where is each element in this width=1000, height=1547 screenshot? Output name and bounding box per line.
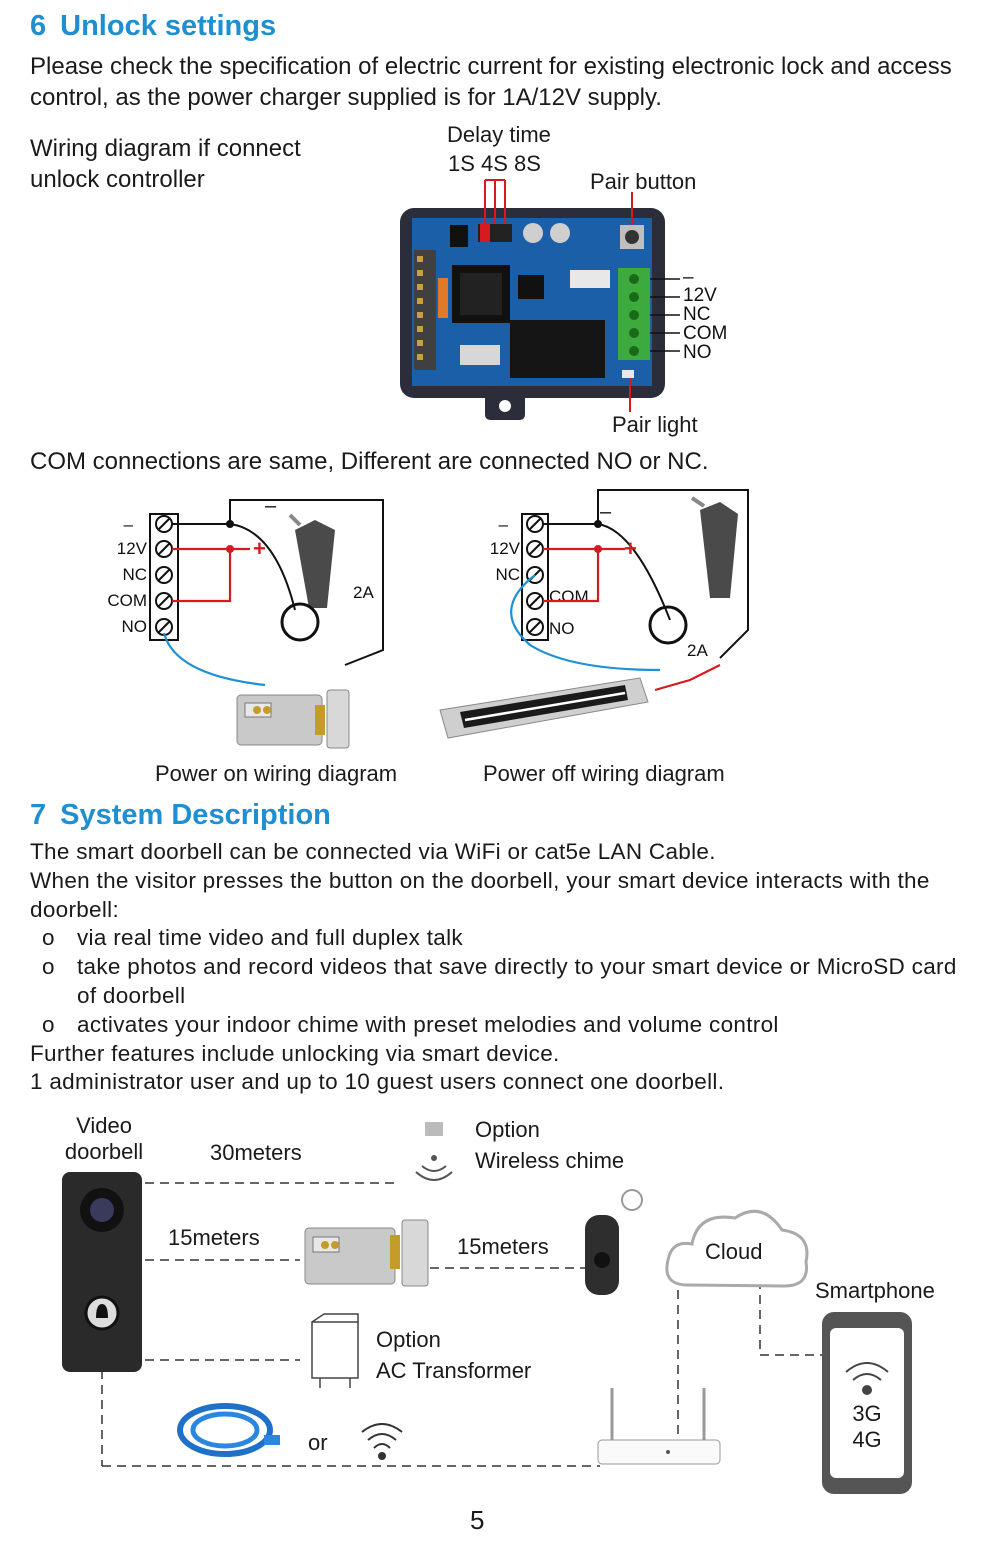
- wireless-chime-icon: [415, 1122, 453, 1181]
- on-terminal-12v: 12V: [117, 539, 148, 558]
- bullet-item: o take photos and record videos that save…: [30, 953, 960, 1011]
- terminal-com-label: COM: [683, 323, 727, 344]
- off-com-label: COM: [549, 587, 589, 606]
- magnetic-lock-icon: [439, 677, 649, 739]
- system-diagram: [62, 1122, 912, 1494]
- bullet-text: via real time video and full duplex talk: [77, 925, 463, 951]
- off-no-label: NO: [549, 619, 575, 638]
- off-terminal-12v: 12V: [490, 539, 521, 558]
- off-minus-sign: –: [600, 501, 612, 523]
- section-number: 6: [30, 10, 47, 42]
- terminal-no-label: NO: [683, 342, 712, 363]
- transformer-option-label: Option: [376, 1327, 441, 1352]
- off-amp-label: 2A: [687, 641, 708, 660]
- pair-light-label: Pair light: [612, 412, 698, 437]
- power-off-caption: Power off wiring diagram: [483, 761, 725, 786]
- system-para-4: 1 administrator user and up to 10 guest …: [30, 1069, 725, 1095]
- cloud-label: Cloud: [705, 1239, 763, 1264]
- power-adapter-icon: [295, 520, 335, 608]
- or-label: or: [308, 1430, 328, 1455]
- lan-cable-icon: [177, 1403, 280, 1457]
- ac-transformer-icon: [311, 1313, 359, 1388]
- bullet-marker: o: [42, 925, 55, 951]
- delay-time-label: Delay time: [447, 122, 551, 147]
- on-terminal-com: COM: [107, 591, 147, 610]
- power-on-caption: Power on wiring diagram: [155, 761, 398, 786]
- bullet-item: o activates your indoor chime with preset…: [30, 1011, 960, 1040]
- section-7-heading: 7 System Description: [30, 799, 331, 832]
- distance-15-remote-label: 15meters: [457, 1234, 549, 1259]
- section-title: Unlock settings: [60, 10, 277, 42]
- section-number: 7: [30, 799, 47, 831]
- electric-lock-icon: [236, 689, 350, 749]
- pair-button-label: Pair button: [590, 169, 697, 194]
- distance-15-lock-label: 15meters: [168, 1225, 260, 1250]
- video-doorbell-icon: [62, 1172, 142, 1372]
- bullet-text: take photos and record videos that save …: [77, 954, 957, 1008]
- network-3g-label: 3G: [852, 1401, 882, 1426]
- relay: [510, 320, 605, 378]
- terminal-12v-label: 12V: [683, 285, 717, 306]
- off-plus-sign: +: [624, 536, 637, 561]
- unlock-controller-board: – 12V NC COM NO: [400, 179, 727, 420]
- com-note: COM connections are same, Different are …: [30, 448, 709, 475]
- bullet-text: activates your indoor chime with preset …: [77, 1011, 779, 1037]
- wireless-chime-label: Wireless chime: [475, 1148, 625, 1173]
- section-7-body: The smart doorbell can be connected via …: [30, 838, 960, 1097]
- connection-lines: [101, 1182, 822, 1467]
- bullet-marker: o: [42, 1011, 55, 1037]
- power-adapter-icon: [700, 502, 738, 598]
- delay-options-label: 1S 4S 8S: [448, 151, 541, 176]
- terminal-nc-label: NC: [683, 304, 710, 325]
- on-minus-sign: –: [265, 495, 277, 517]
- router-icon: [597, 1388, 721, 1465]
- ac-transformer-label: AC Transformer: [376, 1358, 532, 1383]
- on-amp-label: 2A: [353, 583, 374, 602]
- system-para-1: The smart doorbell can be connected via …: [30, 839, 716, 864]
- chime-option-label: Option: [475, 1117, 540, 1142]
- terminal-minus-label: –: [683, 267, 694, 288]
- electric-lock-icon: [304, 1219, 429, 1287]
- on-plus-sign: +: [253, 536, 266, 561]
- on-terminal-minus: –: [124, 515, 134, 534]
- on-terminal-nc: NC: [122, 565, 147, 584]
- power-on-wiring-diagram: – 12V NC COM NO – + 2A: [107, 495, 384, 749]
- wiring-caption: Wiring diagram if connect unlock control…: [30, 135, 301, 193]
- bullet-marker: o: [42, 954, 55, 980]
- smartphone-label: Smartphone: [815, 1278, 935, 1303]
- cloud-icon: [665, 1209, 809, 1288]
- smartphone-icon: [822, 1312, 912, 1494]
- bullet-item: o via real time video and full duplex tal…: [30, 924, 960, 953]
- remote-key-fob-icon: [585, 1189, 643, 1295]
- section-title: System Description: [60, 799, 331, 831]
- section-6-heading: 6 Unlock settings: [30, 10, 276, 43]
- wifi-icon: [361, 1423, 403, 1460]
- section-6-intro: Please check the specification of electr…: [30, 53, 952, 111]
- on-terminal-no: NO: [122, 617, 148, 636]
- system-para-2: When the visitor presses the button on t…: [30, 867, 930, 922]
- page-number: 5: [470, 1505, 485, 1535]
- off-terminal-minus: –: [499, 515, 509, 534]
- distance-30-label: 30meters: [210, 1140, 302, 1165]
- power-off-wiring-diagram: – 12V NC COM NO – + 2A: [439, 489, 749, 739]
- off-terminal-nc: NC: [495, 565, 520, 584]
- system-para-3: Further features include unlocking via s…: [30, 1040, 560, 1066]
- video-doorbell-label: Video doorbell: [64, 1113, 144, 1164]
- network-4g-label: 4G: [852, 1427, 882, 1452]
